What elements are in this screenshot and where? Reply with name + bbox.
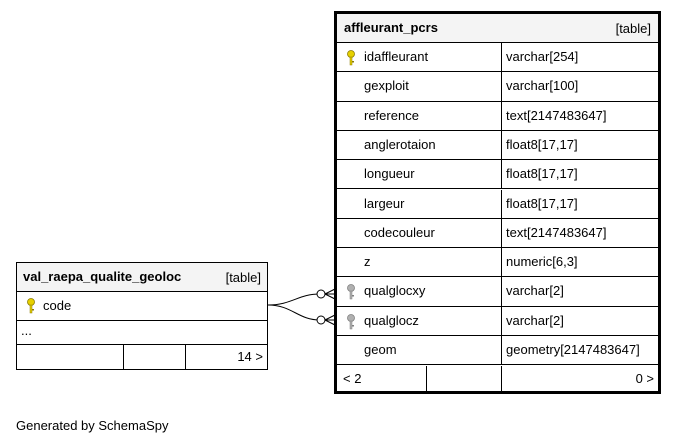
column-row[interactable]: anglerotaion float8[17,17] bbox=[337, 130, 658, 161]
footer-divider bbox=[426, 366, 427, 391]
crowfoot-qualglocz bbox=[324, 314, 336, 326]
column-row[interactable]: qualglocz varchar[2] bbox=[337, 306, 658, 336]
primary-key-icon bbox=[347, 50, 355, 66]
column-name: anglerotaion bbox=[364, 136, 436, 152]
foreign-key-icon bbox=[347, 313, 355, 329]
column-name: longueur bbox=[364, 166, 415, 182]
column-name: qualglocz bbox=[364, 312, 419, 328]
column-name: z bbox=[364, 254, 371, 270]
column-name: geom bbox=[364, 342, 397, 357]
table-footer: 14 > bbox=[17, 345, 267, 369]
table-type-label: [table] bbox=[225, 270, 261, 285]
optional-circle-qualglocxy bbox=[316, 289, 326, 299]
table-title[interactable]: affleurant_pcrs bbox=[344, 20, 438, 35]
table-type-label: [table] bbox=[615, 21, 651, 36]
column-type: float8[17,17] bbox=[506, 195, 578, 211]
column-name: code bbox=[43, 298, 72, 313]
column-type: geometry[2147483647] bbox=[506, 342, 640, 357]
column-row[interactable]: largeur float8[17,17] bbox=[337, 189, 658, 219]
column-type: float8[17,17] bbox=[506, 136, 578, 152]
column-row[interactable]: gexploit varchar[100] bbox=[337, 72, 658, 102]
column-name: idaffleurant bbox=[364, 49, 429, 64]
column-divider bbox=[501, 336, 502, 365]
column-divider bbox=[501, 72, 502, 101]
ellipsis: ... bbox=[21, 323, 32, 338]
column-type: varchar[2] bbox=[506, 283, 564, 299]
children-count[interactable]: 0 > bbox=[635, 371, 654, 386]
table-header: affleurant_pcrs [table] bbox=[337, 14, 658, 43]
optional-circle-qualglocz bbox=[316, 315, 326, 325]
column-name: codecouleur bbox=[364, 224, 435, 240]
footer-divider bbox=[185, 345, 186, 369]
primary-key-icon bbox=[27, 298, 35, 314]
column-type: varchar[100] bbox=[506, 78, 579, 94]
table-footer: < 2 0 > bbox=[337, 366, 658, 391]
column-row[interactable]: qualglocxy varchar[2] bbox=[337, 277, 658, 307]
relationship-qualglocz bbox=[267, 304, 321, 321]
generated-by-label: Generated by SchemaSpy bbox=[16, 418, 169, 433]
column-type: varchar[2] bbox=[506, 312, 564, 328]
column-name: largeur bbox=[364, 195, 405, 211]
column-divider bbox=[501, 306, 502, 335]
column-divider bbox=[501, 101, 502, 130]
column-divider bbox=[501, 277, 502, 306]
column-type: float8[17,17] bbox=[506, 166, 578, 182]
column-type: varchar[254] bbox=[506, 49, 579, 64]
column-row[interactable]: geom geometry[2147483647] bbox=[337, 336, 658, 366]
column-row[interactable]: longueur float8[17,17] bbox=[337, 160, 658, 190]
footer-divider bbox=[501, 366, 502, 391]
column-type: text[2147483647] bbox=[506, 107, 607, 123]
column-name: reference bbox=[364, 107, 419, 123]
relationship-qualglocxy bbox=[267, 293, 321, 306]
column-divider bbox=[501, 130, 502, 160]
column-row[interactable]: codecouleur text[2147483647] bbox=[337, 218, 658, 249]
column-row[interactable]: reference text[2147483647] bbox=[337, 101, 658, 131]
column-divider bbox=[501, 160, 502, 189]
column-row[interactable]: z numeric[6,3] bbox=[337, 248, 658, 278]
column-divider bbox=[501, 189, 502, 218]
column-row[interactable]: code bbox=[17, 292, 267, 321]
footer-divider bbox=[123, 345, 124, 369]
column-row[interactable]: idaffleurant varchar[254] bbox=[337, 43, 658, 73]
table-header: val_raepa_qualite_geoloc [table] bbox=[17, 263, 267, 292]
parents-count[interactable]: < 2 bbox=[343, 371, 362, 386]
column-type: numeric[6,3] bbox=[506, 254, 578, 270]
ellipsis-row: ... bbox=[17, 321, 267, 345]
column-name: qualglocxy bbox=[364, 283, 426, 299]
column-divider bbox=[501, 248, 502, 277]
table-title[interactable]: val_raepa_qualite_geoloc bbox=[23, 269, 182, 284]
table-affleurant-pcrs[interactable]: affleurant_pcrs [table] idaffleurant varc… bbox=[334, 11, 661, 394]
column-type: text[2147483647] bbox=[506, 224, 607, 240]
foreign-key-icon bbox=[347, 284, 355, 300]
table-val-raepa-qualite-geoloc[interactable]: val_raepa_qualite_geoloc [table] code ..… bbox=[16, 262, 268, 370]
column-divider bbox=[501, 43, 502, 72]
column-name: gexploit bbox=[364, 78, 409, 94]
crowfoot-qualglocxy bbox=[324, 288, 336, 300]
column-divider bbox=[501, 218, 502, 248]
children-count[interactable]: 14 > bbox=[237, 349, 263, 364]
